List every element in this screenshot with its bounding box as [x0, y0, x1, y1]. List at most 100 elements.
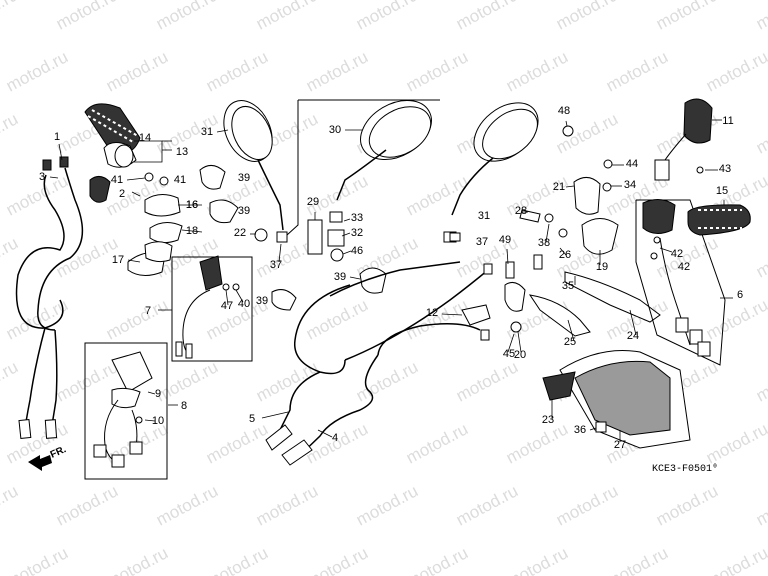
leader-line: [517, 331, 522, 353]
right-switch: [642, 199, 711, 357]
mirror-center: [307, 100, 432, 262]
callout-25: 25: [564, 336, 576, 348]
callout-39: 39: [238, 172, 250, 184]
watermark-text: motod.ru: [3, 47, 71, 95]
leader-line: [659, 247, 673, 253]
callout-46: 46: [351, 245, 363, 257]
watermark-text: motod.ru: [553, 0, 621, 34]
leader-line: [225, 289, 229, 306]
callout-4: 4: [332, 432, 338, 444]
leader-line: [216, 129, 229, 133]
switch-frame-8: [84, 342, 168, 480]
callout-36: 36: [574, 424, 586, 436]
watermark-text: motod.ru: [0, 0, 21, 34]
watermark-text: motod.ru: [403, 47, 471, 95]
callout-34: 34: [624, 179, 636, 191]
watermark-text: motod.ru: [653, 0, 721, 34]
leader-line: [317, 429, 333, 438]
leader-line: [589, 427, 597, 431]
callout-21: 21: [553, 181, 565, 193]
callout-11: 11: [722, 115, 733, 127]
watermark-text: motod.ru: [103, 47, 171, 95]
callout-7: 7: [145, 305, 151, 317]
bracket-line: [134, 140, 163, 163]
switch-frame-6: [635, 199, 726, 366]
watermark-text: motod.ru: [0, 109, 21, 157]
callout-19: 19: [596, 261, 608, 273]
watermark-text: motod.ru: [353, 0, 421, 34]
leader-line: [127, 259, 141, 263]
callout-20: 20: [514, 349, 526, 361]
callout-28: 28: [515, 205, 527, 217]
leader-line: [343, 218, 351, 222]
callout-15: 15: [716, 185, 728, 197]
watermark-text: motod.ru: [403, 543, 471, 576]
leader-line: [545, 223, 550, 243]
clutch-switch: [175, 255, 240, 359]
callout-29: 29: [307, 196, 319, 208]
callout-47: 47: [221, 300, 233, 312]
watermark-text: motod.ru: [553, 481, 621, 529]
watermark-text: motod.ru: [703, 543, 768, 576]
watermark-text: motod.ru: [303, 295, 371, 343]
watermark-text: motod.ru: [753, 233, 768, 281]
callout-24: 24: [627, 330, 639, 342]
callout-8: 8: [181, 400, 187, 412]
callout-3: 3: [39, 171, 45, 183]
leader-line: [349, 276, 361, 280]
clutch-cables: [265, 261, 493, 466]
watermark-text: motod.ru: [453, 481, 521, 529]
callout-31: 31: [201, 126, 213, 138]
watermark-text: motod.ru: [403, 419, 471, 467]
callout-22: 22: [234, 227, 246, 239]
leader-line: [58, 143, 63, 161]
callout-44: 44: [626, 158, 638, 170]
callout-10: 10: [152, 415, 164, 427]
leader-line: [565, 185, 575, 188]
leader-line: [278, 243, 282, 263]
throttle-grip: [84, 103, 141, 168]
callout-35: 35: [562, 280, 574, 292]
callout-48: 48: [558, 105, 570, 117]
leader-line: [629, 309, 637, 336]
hand-guard: [542, 349, 691, 449]
watermark-text: motod.ru: [503, 419, 571, 467]
watermark-text: motod.ru: [503, 543, 571, 576]
watermark-text: motod.ru: [653, 481, 721, 529]
leader-line: [565, 120, 568, 127]
callout-5: 5: [249, 413, 255, 425]
callout-12: 12: [426, 307, 438, 319]
watermark-text: motod.ru: [353, 357, 421, 405]
brake-lever-assy: [461, 254, 591, 337]
callout-33: 33: [351, 212, 363, 224]
callout-1: 1: [54, 131, 60, 143]
watermark-text: motod.ru: [3, 543, 71, 576]
leader-line: [131, 191, 141, 197]
callout-42: 42: [678, 261, 690, 273]
watermark-text: motod.ru: [253, 0, 321, 34]
watermark-text: motod.ru: [103, 295, 171, 343]
watermark-text: motod.ru: [3, 171, 71, 219]
callout-40: 40: [238, 298, 250, 310]
callout-42: 42: [671, 248, 683, 260]
callout-14: 14: [139, 132, 151, 144]
watermark-text: motod.ru: [153, 0, 221, 34]
watermark-text: motod.ru: [53, 0, 121, 34]
callout-41: 41: [174, 174, 186, 186]
watermark-text: motod.ru: [703, 419, 768, 467]
leader-line: [147, 391, 156, 395]
leader-line: [506, 248, 509, 265]
throttle-cables: [15, 156, 84, 440]
leader-line: [235, 289, 244, 303]
watermark-text: motod.ru: [203, 543, 271, 576]
watermark-text: motod.ru: [403, 171, 471, 219]
watermark-text: motod.ru: [703, 295, 768, 343]
watermark-text: motod.ru: [153, 481, 221, 529]
callout-38: 38: [538, 237, 550, 249]
leader-line: [507, 333, 515, 353]
watermark-text: motod.ru: [453, 357, 521, 405]
leader-lines: [49, 119, 733, 442]
leader-line: [441, 313, 463, 316]
watermark-text: motod.ru: [753, 357, 768, 405]
